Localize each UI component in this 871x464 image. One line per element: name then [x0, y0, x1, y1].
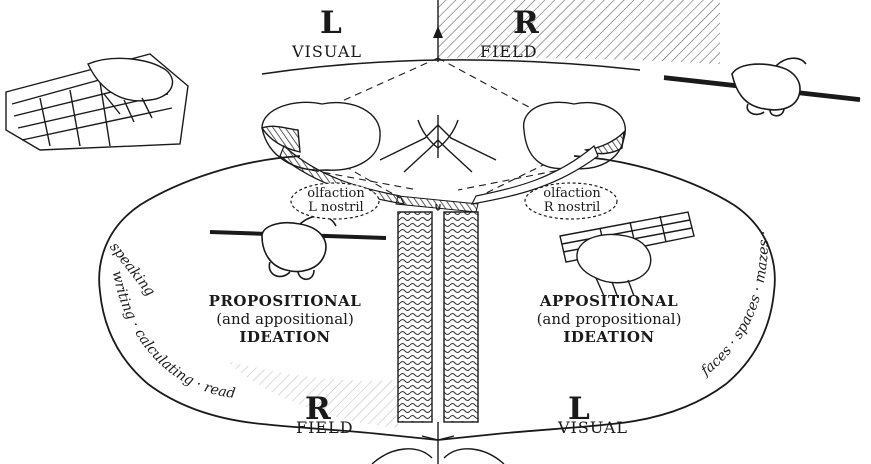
- left-eye: [262, 102, 380, 170]
- bottom-right-field-word: VISUAL: [558, 420, 628, 436]
- top-left-field-letter: L: [320, 8, 342, 39]
- olfaction-left-line1: olfaction: [298, 187, 374, 201]
- hand-with-pen-top-right: [664, 58, 860, 116]
- top-right-field-word: FIELD: [480, 44, 538, 60]
- hand-with-pen-left-hemisphere: [210, 216, 386, 279]
- olfaction-right-label: olfaction R nostril: [532, 187, 612, 215]
- olfaction-left-line2: L nostril: [298, 201, 374, 215]
- right-ideation-subtitle: (and propositional): [498, 310, 720, 328]
- right-eye: [524, 102, 626, 168]
- optic-chiasm: [380, 115, 496, 172]
- left-ideation-title: PROPOSITIONAL: [209, 292, 362, 310]
- top-right-field-letter: R: [513, 8, 539, 39]
- left-hemisphere-ideation: PROPOSITIONAL (and appositional) IDEATIO…: [172, 292, 398, 346]
- olfaction-right-line1: olfaction: [532, 187, 612, 201]
- left-ideation-word: IDEATION: [239, 328, 330, 346]
- right-ideation-word: IDEATION: [563, 328, 654, 346]
- visual-field-arc: [262, 60, 640, 74]
- corpus-callosum: [398, 204, 478, 422]
- olfaction-right-line2: R nostril: [532, 201, 612, 215]
- hand-on-keyboard-top-left: [6, 54, 188, 150]
- bottom-left-field-word: FIELD: [296, 420, 354, 436]
- olfaction-left-label: olfaction L nostril: [298, 187, 374, 215]
- hand-on-frets-right-hemisphere: [560, 212, 694, 298]
- top-left-field-word: VISUAL: [292, 44, 362, 60]
- right-hemisphere-ideation: APPOSITIONAL (and propositional) IDEATIO…: [498, 292, 720, 346]
- left-ideation-subtitle: (and appositional): [172, 310, 398, 328]
- right-ideation-title: APPOSITIONAL: [540, 292, 678, 310]
- midline-bottom: [372, 422, 504, 464]
